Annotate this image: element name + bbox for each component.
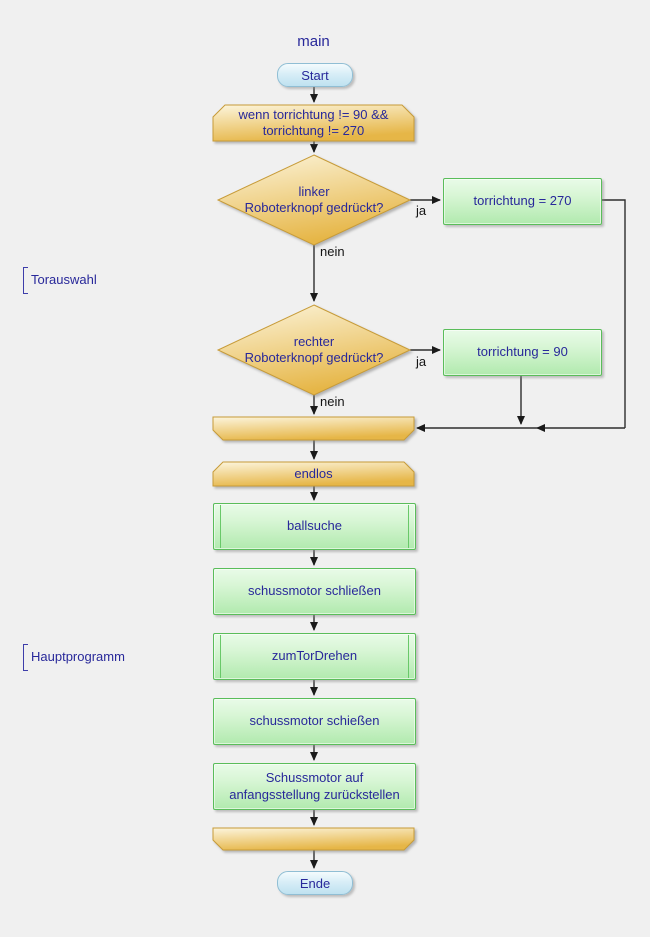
start-node[interactable]: Start <box>277 63 353 87</box>
diagram-title: main <box>297 33 330 50</box>
end-label: Ende <box>299 875 331 891</box>
decision1-ja-label: ja <box>416 203 427 218</box>
endif-merge-shape[interactable] <box>212 416 415 441</box>
schussmotor-zurueck-box[interactable]: Schussmotor auf anfangsstellung zurückst… <box>213 763 416 810</box>
assign-270-box[interactable]: torrichtung = 270 <box>443 178 602 225</box>
edge-assign270-return <box>600 199 626 428</box>
loop-end-shape[interactable] <box>212 827 415 851</box>
schussmotor-schliessen-box[interactable]: schussmotor schließen <box>213 568 416 615</box>
torauswahl-bracket-icon <box>23 267 28 294</box>
decision-right-diamond[interactable] <box>216 304 412 396</box>
decision2-ja-label: ja <box>416 354 427 369</box>
ballsuche-subroutine-box[interactable]: ballsuche <box>213 503 416 550</box>
assign-90-box[interactable]: torrichtung = 90 <box>443 329 602 376</box>
decision-left-diamond[interactable] <box>216 154 412 246</box>
hauptprogramm-bracket-icon <box>23 644 28 671</box>
hauptprogramm-annotation: Hauptprogramm <box>31 649 125 664</box>
zumtordrehen-subroutine-box[interactable]: zumTorDrehen <box>213 633 416 680</box>
schussmotor-schiessen-box[interactable]: schussmotor schießen <box>213 698 416 745</box>
guard-condition-shape[interactable] <box>212 104 415 142</box>
torauswahl-annotation: Torauswahl <box>31 272 97 287</box>
end-node[interactable]: Ende <box>277 871 353 895</box>
loop-forever-shape[interactable] <box>212 461 415 487</box>
decision2-nein-label: nein <box>320 394 345 409</box>
decision1-nein-label: nein <box>320 244 345 259</box>
start-label: Start <box>301 67 329 83</box>
